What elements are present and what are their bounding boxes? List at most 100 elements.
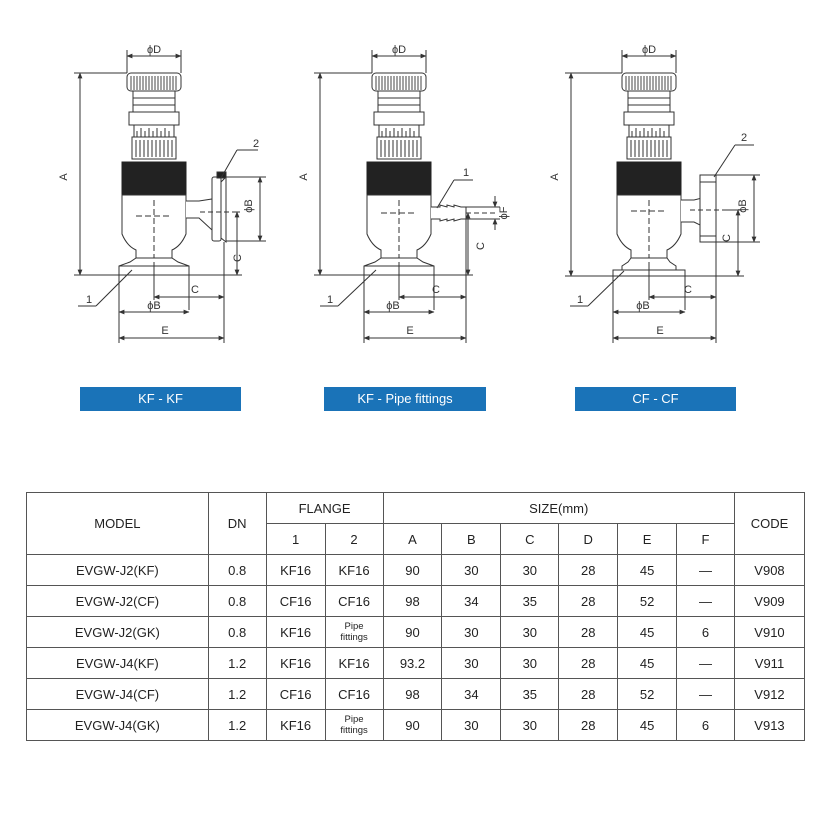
cell-a: 98	[382, 678, 443, 710]
header-row-1: MODEL DN FLANGE SIZE(mm) CODE	[26, 492, 806, 555]
cell-e: 45	[617, 709, 678, 741]
header-model: MODEL	[26, 492, 209, 555]
dim-b-bottom-label: ϕB	[636, 300, 650, 312]
dim-c-right-label: C	[232, 254, 244, 262]
header-size: SIZE(mm)	[382, 492, 735, 524]
cell-b: 30	[441, 709, 502, 741]
cell-code: V912	[733, 678, 806, 710]
spec-table: MODEL DN FLANGE SIZE(mm) CODE 1 2 A B C …	[26, 492, 806, 741]
cell-b: 34	[441, 678, 502, 710]
cell-f1: CF16	[265, 678, 326, 710]
dark-band	[121, 161, 187, 196]
cell-c: 30	[500, 647, 560, 679]
cell-b: 34	[441, 585, 502, 617]
dim-e-label: E	[161, 325, 168, 337]
dim-c-bottom-label: C	[432, 284, 440, 296]
cell-dn: 1.2	[207, 678, 267, 710]
cell-a: 98	[382, 585, 443, 617]
cell-f: 6	[676, 709, 735, 741]
cell-e: 45	[617, 554, 678, 586]
cell-pipe-line2: fittings	[340, 725, 368, 736]
cell-dn: 1.2	[207, 647, 267, 679]
cell-code: V909	[733, 585, 806, 617]
header-size-a: A	[382, 523, 443, 555]
cell-dn: 0.8	[207, 585, 267, 617]
valve-drawings: ϕD A ϕB C C ϕB E 2 1	[58, 44, 760, 343]
cell-a: 93.2	[382, 647, 443, 679]
cell-model: EVGW-J4(KF)	[26, 647, 209, 679]
cell-f: —	[676, 554, 735, 586]
cell-pipe-line2: fittings	[340, 632, 368, 643]
cell-pipe-line1: Pipe	[344, 621, 364, 632]
drawing-kf-kf	[74, 50, 266, 343]
cell-e: 45	[617, 647, 678, 679]
dim-b-bottom-label: ϕB	[386, 300, 400, 312]
dim-b-label: ϕB	[737, 199, 749, 213]
dim-a-label: A	[298, 173, 310, 181]
header-flange-1: 1	[265, 523, 326, 555]
header-size-f: F	[676, 523, 735, 555]
dim-d-label: ϕD	[147, 44, 161, 56]
caption-kf-kf: KF - KF	[80, 387, 241, 411]
cell-e: 52	[617, 678, 678, 710]
cell-a: 90	[382, 616, 443, 648]
cell-dn: 0.8	[207, 616, 267, 648]
dim-e-label: E	[656, 325, 663, 337]
cell-c: 30	[500, 709, 560, 741]
cell-f1: KF16	[265, 554, 326, 586]
header-flange: FLANGE	[265, 492, 384, 524]
callout-2: 2	[253, 138, 259, 150]
cell-f1: KF16	[265, 647, 326, 679]
cell-pipe-line1: Pipe	[344, 714, 364, 725]
cell-f1: KF16	[265, 616, 326, 648]
cell-model: EVGW-J4(GK)	[26, 709, 209, 741]
header-flange-2: 2	[324, 523, 384, 555]
header-size-b: B	[441, 523, 502, 555]
dim-a-label: A	[549, 173, 561, 181]
dim-c-bottom-label: C	[191, 284, 199, 296]
cell-code: V908	[733, 554, 806, 586]
dim-f-label: ϕF	[498, 206, 510, 219]
cell-d: 28	[558, 647, 619, 679]
cell-d: 28	[558, 709, 619, 741]
cell-f2: KF16	[324, 647, 384, 679]
cell-model: EVGW-J4(CF)	[26, 678, 209, 710]
cell-b: 30	[441, 616, 502, 648]
cell-d: 28	[558, 678, 619, 710]
drawing-cf-cf	[565, 50, 760, 343]
cell-f: —	[676, 647, 735, 679]
cell-d: 28	[558, 585, 619, 617]
callout-1: 1	[577, 294, 583, 306]
cell-a: 90	[382, 554, 443, 586]
cell-f: —	[676, 678, 735, 710]
cell-dn: 0.8	[207, 554, 267, 586]
header-size-c: C	[500, 523, 560, 555]
cell-f: 6	[676, 616, 735, 648]
cell-b: 30	[441, 647, 502, 679]
callout-1-top: 1	[463, 167, 469, 179]
cell-f1: CF16	[265, 585, 326, 617]
cell-c: 35	[500, 678, 560, 710]
cell-c: 35	[500, 585, 560, 617]
cell-d: 28	[558, 616, 619, 648]
dim-d-label: ϕD	[392, 44, 406, 56]
callout-1: 1	[86, 294, 92, 306]
cell-model: EVGW-J2(CF)	[26, 585, 209, 617]
dim-b-label: ϕB	[243, 199, 255, 213]
caption-cf-cf: CF - CF	[575, 387, 736, 411]
cell-f2: KF16	[324, 554, 384, 586]
dim-c-right-label: C	[475, 242, 487, 250]
dim-a-label: A	[58, 173, 70, 181]
cell-f1: KF16	[265, 709, 326, 741]
cell-e: 45	[617, 616, 678, 648]
cell-code: V910	[733, 616, 806, 648]
cell-code: V913	[733, 709, 806, 741]
